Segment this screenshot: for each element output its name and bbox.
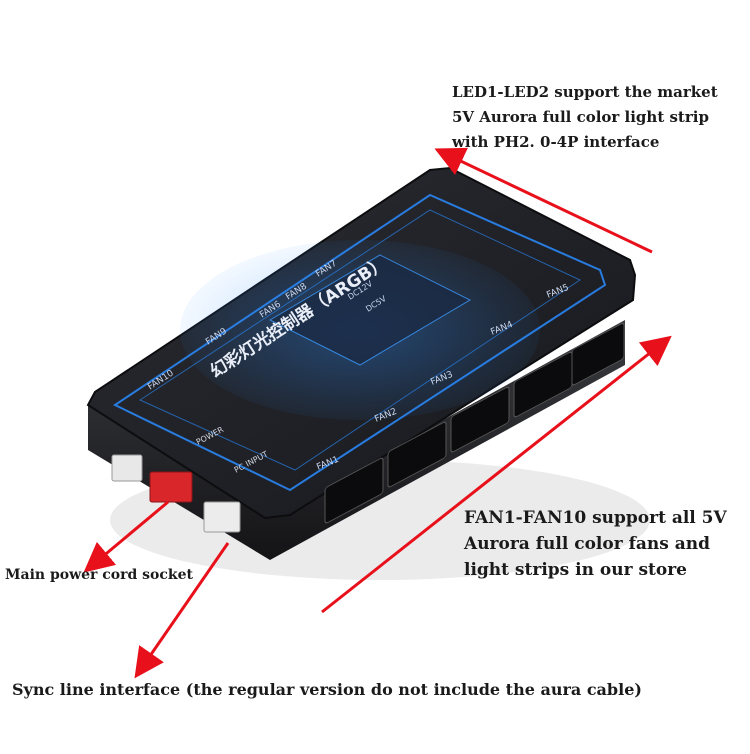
panel-inner-frame: [138, 209, 582, 471]
panel-frame: [112, 193, 607, 492]
fan-arrow: [321, 335, 672, 614]
sync-arrow: [134, 542, 230, 679]
fan-header: [450, 386, 510, 453]
pc-input-connector: [203, 501, 241, 533]
fan-annotation-line: FAN1-FAN10 support all 5V: [464, 508, 727, 528]
led-arrow: [434, 147, 653, 254]
fan-annotation-line: light strips in our store: [464, 560, 687, 580]
fan-header-row: [324, 322, 625, 524]
led-annotation-line: with PH2. 0-4P interface: [452, 133, 660, 151]
fan-annotation-line: Aurora full color fans and: [464, 534, 711, 554]
power-connector: [149, 471, 193, 503]
sync-connector: [111, 454, 143, 482]
led-annotation: LED1-LED2 support the market 5V Aurora f…: [452, 80, 747, 155]
fan-annotation: FAN1-FAN10 support all 5V Aurora full co…: [464, 505, 727, 583]
fan-header: [387, 421, 447, 488]
device-side: [88, 320, 625, 560]
fan-header: [571, 322, 625, 386]
panel-center-block: [268, 254, 472, 366]
led-annotation-line: LED1-LED2 support the market: [452, 83, 718, 101]
sync-annotation: Sync line interface (the regular version…: [12, 680, 642, 699]
power-annotation: Main power cord socket: [5, 567, 193, 583]
fan-header: [324, 457, 384, 524]
power-arrow: [83, 500, 169, 573]
led-annotation-line: 5V Aurora full color light strip: [452, 108, 709, 126]
